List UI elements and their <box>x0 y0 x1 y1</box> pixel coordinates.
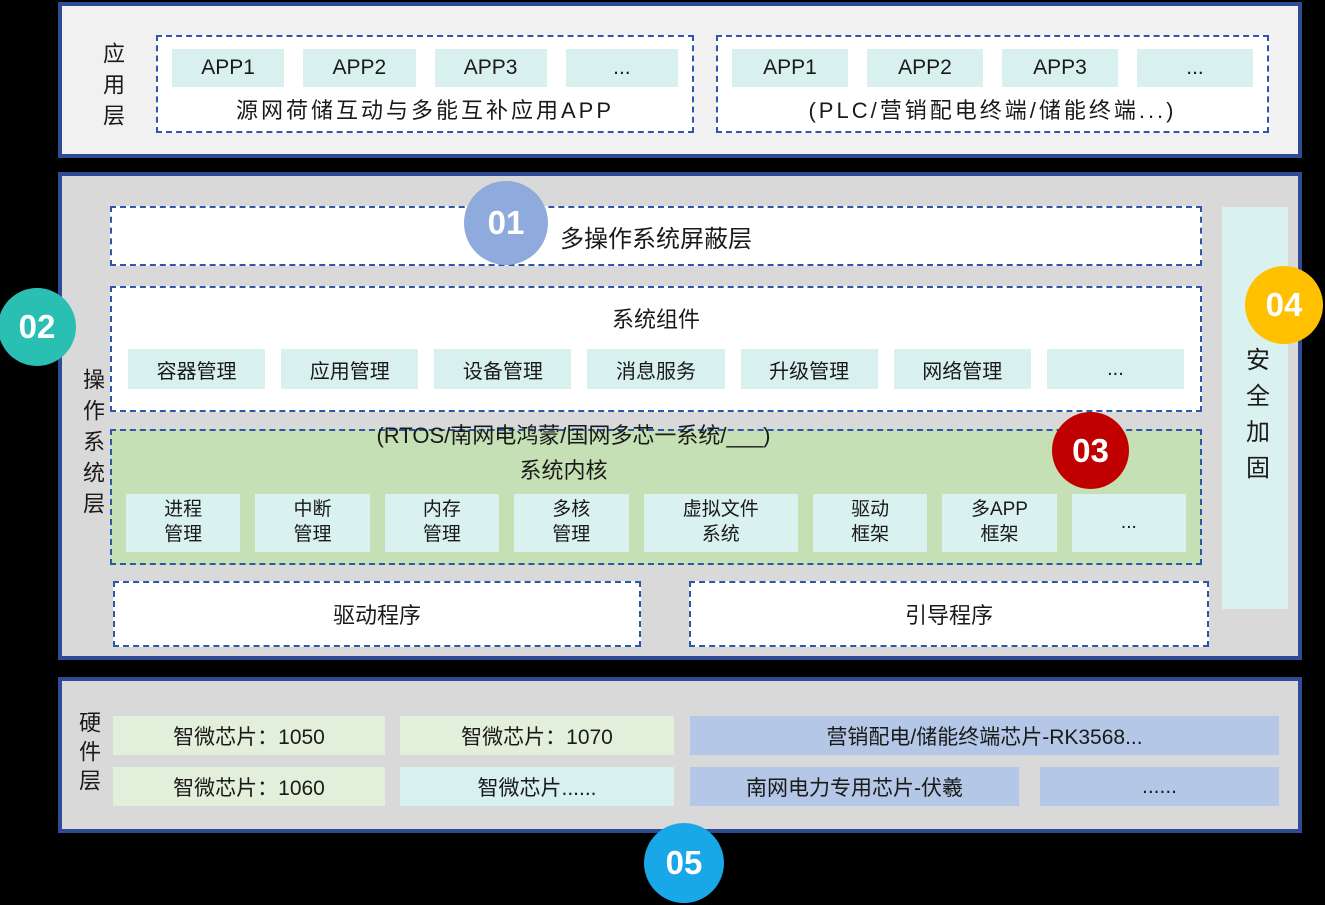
component-chip: 网络管理 <box>893 349 1031 389</box>
system-components-box: 系统组件 容器管理 应用管理 设备管理 消息服务 升级管理 网络管理 ... <box>110 286 1202 412</box>
hw-chip-more-zhiwei: 智微芯片...... <box>400 767 674 806</box>
hw-chip-fuxi: 南网电力专用芯片-伏羲 <box>690 767 1019 806</box>
os-layer-label: 操作系统层 <box>80 368 105 523</box>
kernel-chip: 驱动 框架 <box>812 494 928 552</box>
hw-chip-1050: 智微芯片：1050 <box>113 716 385 755</box>
app-chip: APP3 <box>434 49 547 87</box>
badge-03: 03 <box>1052 412 1129 489</box>
app-chip-row: APP1 APP2 APP3 ... <box>158 37 692 87</box>
kernel-chip: 内存 管理 <box>384 494 500 552</box>
driver-program-box: 驱动程序 <box>113 581 641 647</box>
kernel-chip: 多核 管理 <box>514 494 629 552</box>
app-chip: APP1 <box>172 49 285 87</box>
kernel-chip: 多APP 框架 <box>942 494 1057 552</box>
hardware-layer-box: 硬件层 智微芯片：1050 智微芯片：1070 营销配电/储能终端芯片-RK35… <box>58 677 1302 833</box>
component-chip: 容器管理 <box>128 349 266 389</box>
component-chip-more: ... <box>1046 349 1184 389</box>
os-layer-box: 操作系统层 多操作系统屏蔽层 系统组件 容器管理 应用管理 设备管理 消息服务 … <box>58 172 1302 660</box>
app-chip: APP2 <box>303 49 416 87</box>
hw-chip-rk3568: 营销配电/储能终端芯片-RK3568... <box>690 716 1279 755</box>
app-chip: APP3 <box>1002 49 1118 87</box>
driver-program-label: 驱动程序 <box>332 603 421 628</box>
badge-01: 01 <box>464 181 548 265</box>
app-chip: APP1 <box>732 49 848 87</box>
bootloader-box: 引导程序 <box>689 581 1209 647</box>
badge-05: 05 <box>644 823 724 903</box>
kernel-chip-more: ... <box>1071 494 1187 552</box>
hardware-layer-label: 硬件层 <box>76 711 101 798</box>
hw-chip-more: ...... <box>1040 767 1279 806</box>
app-group-terminal: APP1 APP2 APP3 ... (PLC/营销配电终端/储能终端...) <box>716 35 1269 133</box>
application-layer-box: 应用层 APP1 APP2 APP3 ... 源网荷储互动与多能互补应用APP … <box>58 2 1302 158</box>
kernel-chip: 中断 管理 <box>255 494 370 552</box>
multi-os-shield-title: 多操作系统屏蔽层 <box>560 225 752 253</box>
bootloader-label: 引导程序 <box>904 603 993 628</box>
security-hardening-label: 安全加固 <box>1241 347 1269 491</box>
app-chip: APP2 <box>867 49 983 87</box>
hw-chip-1060: 智微芯片：1060 <box>113 767 385 806</box>
app-chip-row: APP1 APP2 APP3 ... <box>718 37 1267 87</box>
app-chip-more: ... <box>565 49 678 87</box>
app-group-caption: (PLC/营销配电终端/储能终端...) <box>808 98 1177 123</box>
multi-os-shield-box: 多操作系统屏蔽层 <box>110 206 1202 266</box>
component-chip: 应用管理 <box>281 349 419 389</box>
app-group-caption: 源网荷储互动与多能互补应用APP <box>235 98 615 123</box>
component-chip-row: 容器管理 应用管理 设备管理 消息服务 升级管理 网络管理 ... <box>128 349 1184 389</box>
hw-chip-1070: 智微芯片：1070 <box>400 716 674 755</box>
badge-02: 02 <box>0 288 76 366</box>
component-chip: 消息服务 <box>587 349 725 389</box>
badge-04: 04 <box>1245 266 1323 344</box>
kernel-chip: 虚拟文件 系统 <box>643 494 798 552</box>
kernel-chip: 进程 管理 <box>126 494 241 552</box>
system-components-title: 系统组件 <box>611 307 700 332</box>
kernel-os-variants-label: (RTOS/南网电鸿蒙/国网多芯一系统/___) <box>376 423 771 448</box>
kernel-chip-row: 进程 管理 中断 管理 内存 管理 多核 管理 虚拟文件 系统 驱动 框架 多A… <box>112 494 1200 552</box>
app-group-energy: APP1 APP2 APP3 ... 源网荷储互动与多能互补应用APP <box>156 35 694 133</box>
system-kernel-box: (RTOS/南网电鸿蒙/国网多芯一系统/___) 系统内核 进程 管理 中断 管… <box>110 423 1202 565</box>
component-chip: 设备管理 <box>434 349 572 389</box>
application-layer-label: 应用层 <box>100 42 125 135</box>
system-kernel-title: 系统内核 <box>519 458 608 483</box>
component-chip: 升级管理 <box>740 349 878 389</box>
app-chip-more: ... <box>1137 49 1253 87</box>
